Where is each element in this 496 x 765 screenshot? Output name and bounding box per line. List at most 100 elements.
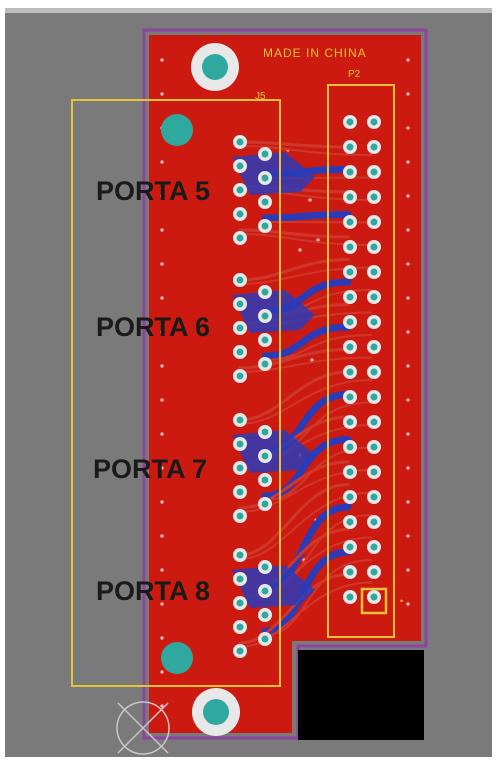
p2-pin-drill — [346, 393, 354, 401]
j5-pin-drill — [236, 416, 244, 424]
p2-pin-drill — [346, 518, 354, 526]
via-dot — [160, 398, 164, 402]
trace — [238, 258, 350, 282]
p2-pin-drill — [370, 193, 378, 201]
p2-pin-drill — [346, 118, 354, 126]
j5-pin-drill — [236, 300, 244, 308]
bottom-copper-pour — [232, 565, 315, 608]
via-dot — [406, 262, 410, 266]
via-dot — [316, 238, 320, 242]
p2-pin-drill — [346, 593, 354, 601]
j5-pin-drill — [236, 372, 244, 380]
j5-pin-drill — [236, 348, 244, 356]
mounting-hole-bottom — [192, 688, 240, 736]
j5-pin-drill — [236, 440, 244, 448]
bottom-copper-pour — [232, 152, 315, 195]
p2-pin-drill — [370, 243, 378, 251]
p2-pin-drill — [346, 493, 354, 501]
j5-pin-drill — [236, 186, 244, 194]
pcb-board — [149, 35, 421, 733]
pin1-dot: • — [400, 596, 403, 606]
p2-pin-drill — [346, 293, 354, 301]
p2-pin-drill — [346, 418, 354, 426]
p2-pin-drill — [370, 468, 378, 476]
via-dot — [160, 262, 164, 266]
via-dot — [406, 296, 410, 300]
p2-designator: P2 — [348, 69, 361, 80]
via-dot — [406, 330, 410, 334]
j5-pin-drill — [236, 647, 244, 655]
via-dot — [406, 432, 410, 436]
p2-pin-drill — [346, 168, 354, 176]
j5-pin-drill — [236, 138, 244, 146]
porta-7-label: PORTA 7 — [93, 454, 207, 484]
j5-pin-drill — [236, 464, 244, 472]
p2-pin-drill — [346, 243, 354, 251]
via-dot — [160, 568, 164, 572]
via-dot — [160, 432, 164, 436]
trace — [261, 323, 352, 360]
pad-layer — [233, 115, 381, 658]
via-dot — [406, 194, 410, 198]
p2-pin-drill — [346, 143, 354, 151]
via-dot — [160, 364, 164, 368]
via-dot — [406, 466, 410, 470]
made-in-china-text: MADE IN CHINA — [263, 46, 367, 60]
via-dot — [406, 602, 410, 606]
trace — [238, 483, 350, 557]
via-dot — [406, 92, 410, 96]
p2-pin-drill — [346, 268, 354, 276]
j5-pin-drill — [236, 512, 244, 520]
via-dot — [406, 500, 410, 504]
bottom-copper-pour — [232, 430, 315, 473]
trace — [238, 228, 350, 239]
j5-pin-drill — [236, 162, 244, 170]
trace — [238, 573, 350, 645]
j5-pin-drill — [261, 198, 269, 206]
via-dot — [406, 228, 410, 232]
p2-pin-drill — [346, 368, 354, 376]
p2-pin-drill — [370, 593, 378, 601]
top-edge-strip — [5, 8, 492, 13]
p2-pin-drill — [370, 418, 378, 426]
trace — [238, 348, 350, 370]
via-dot — [406, 398, 410, 402]
trace — [238, 140, 350, 149]
via-dot — [160, 296, 164, 300]
trace — [239, 145, 373, 156]
via-dot — [160, 92, 164, 96]
pin1-marker — [360, 587, 388, 615]
p2-pin-drill — [346, 343, 354, 351]
j5-pin-drill — [261, 288, 269, 296]
j5-pin-drill — [261, 611, 269, 619]
j5-pin-drill — [261, 452, 269, 460]
j5-pin-drill — [261, 500, 269, 508]
p2-pin-drill — [346, 568, 354, 576]
via-dot — [406, 364, 410, 368]
trace — [238, 370, 350, 422]
trace — [239, 379, 373, 425]
j5-pin-drill — [261, 563, 269, 571]
j5-mount-hole-top — [161, 114, 193, 146]
board-cutout — [298, 650, 424, 740]
p2-pin-drill — [370, 293, 378, 301]
via-dot — [406, 126, 410, 130]
board-outline — [142, 28, 428, 740]
via-dot — [406, 58, 410, 62]
p2-pin-drill — [346, 468, 354, 476]
p2-pin-drill — [370, 318, 378, 326]
j5-pin-drill — [236, 575, 244, 583]
p2-pin-drill — [370, 168, 378, 176]
trace — [239, 356, 373, 373]
via-dot — [308, 198, 312, 202]
p2-pin-drill — [370, 568, 378, 576]
j5-pin-drill — [261, 336, 269, 344]
j5-pin-drill — [236, 551, 244, 559]
via-dot — [160, 466, 164, 470]
via-dot — [160, 194, 164, 198]
mounting-hole-top — [191, 43, 239, 91]
j5-pin-drill — [261, 174, 269, 182]
trace — [239, 581, 373, 648]
via-dot — [298, 248, 302, 252]
